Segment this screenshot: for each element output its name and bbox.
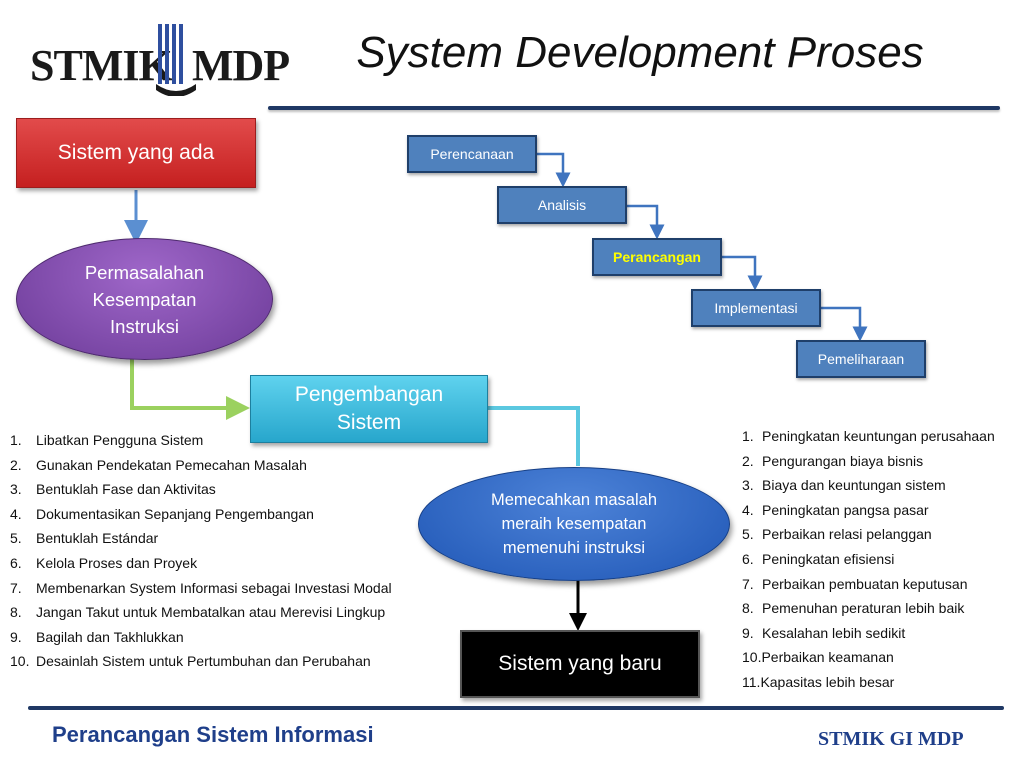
list-item: 8.Jangan Takut untuk Membatalkan atau Me… xyxy=(10,604,386,621)
development-line-2: Sistem xyxy=(336,411,402,434)
footer-course-title: Perancangan Sistem Informasi xyxy=(52,722,374,747)
problems-ellipse: Permasalahan Kesempatan Instruksi xyxy=(16,238,273,360)
list-item: 6.Peningkatan efisiensi xyxy=(742,550,895,567)
list-item: 3.Biaya dan keuntungan sistem xyxy=(742,477,946,494)
benefits-list: 1.Peningkatan keuntungan perusahaan 2.Pe… xyxy=(742,424,995,695)
list-item: 1.Libatkan Pengguna Sistem xyxy=(10,432,204,448)
line-development-to-solve xyxy=(488,406,580,466)
list-item: 5.Bentuklah Estándar xyxy=(10,530,159,547)
arrow-step-4-5 xyxy=(821,306,868,342)
waterfall-step-pemeliharaan: Pemeliharaan xyxy=(796,340,926,378)
list-item: 2.Pengurangan biaya bisnis xyxy=(742,452,924,469)
system-development-box: Pengembangan Sistem xyxy=(250,375,488,443)
waterfall-step-implementasi: Implementasi xyxy=(691,289,821,327)
list-item: 8.Pemenuhan peraturan lebih baik xyxy=(742,600,965,617)
footer-divider xyxy=(28,706,1004,710)
solve-line-3: memenuhi instruksi xyxy=(502,539,646,557)
logo-text-left: STMIK xyxy=(30,41,173,90)
list-item: 5.Perbaikan relasi pelanggan xyxy=(742,526,932,543)
logo-emblem-icon xyxy=(156,24,196,96)
waterfall-step-label: Perencanaan xyxy=(430,146,514,162)
solve-ellipse: Memecahkan masalah meraih kesempatan mem… xyxy=(418,467,730,581)
page-title: System Development Proses xyxy=(356,28,924,77)
list-item: 10.Perbaikan keamanan xyxy=(742,649,894,666)
list-item: 7.Perbaikan pembuatan keputusan xyxy=(742,575,968,592)
logo-text-right: MDP xyxy=(192,41,290,90)
new-system-box: Sistem yang baru xyxy=(460,630,700,698)
waterfall-step-label: Analisis xyxy=(537,197,587,213)
arrow-step-3-4 xyxy=(722,255,763,291)
list-item: 3.Bentuklah Fase dan Aktivitas xyxy=(10,481,216,498)
solve-line-1: Memecahkan masalah xyxy=(491,491,657,509)
principles-list: 1.Libatkan Pengguna Sistem 2.Gunakan Pen… xyxy=(10,428,392,674)
problems-line-1: Permasalahan xyxy=(84,261,205,283)
arrow-problems-to-development xyxy=(130,358,250,420)
problems-line-2: Kesempatan xyxy=(92,288,197,310)
existing-system-label: Sistem yang ada xyxy=(57,141,215,164)
list-item: 1.Peningkatan keuntungan perusahaan xyxy=(742,428,995,444)
waterfall-step-label: Perancangan xyxy=(613,249,701,265)
arrow-step-1-2 xyxy=(537,152,571,188)
stmik-mdp-logo: STMIK MDP xyxy=(30,20,290,100)
list-item: 4.Dokumentasikan Sepanjang Pengembangan xyxy=(10,505,314,522)
arrow-step-2-3 xyxy=(627,204,665,240)
list-item: 7.Membenarkan System Informasi sebagai I… xyxy=(10,579,392,596)
new-system-label: Sistem yang baru xyxy=(498,652,662,675)
waterfall-step-analisis: Analisis xyxy=(497,186,627,224)
development-line-1: Pengembangan xyxy=(294,383,444,406)
waterfall-step-perencanaan: Perencanaan xyxy=(407,135,537,173)
list-item: 11.Kapasitas lebih besar xyxy=(742,673,895,690)
list-item: 2.Gunakan Pendekatan Pemecahan Masalah xyxy=(10,456,307,473)
list-item: 9.Kesalahan lebih sedikit xyxy=(742,624,906,641)
waterfall-step-label: Pemeliharaan xyxy=(817,351,905,367)
list-item: 10.Desainlah Sistem untuk Pertumbuhan da… xyxy=(10,653,371,670)
problems-line-3: Instruksi xyxy=(110,315,179,337)
footer-institution: STMIK GI MDP xyxy=(818,728,964,750)
list-item: 6.Kelola Proses dan Proyek xyxy=(10,554,198,571)
list-item: 4.Peningkatan pangsa pasar xyxy=(742,501,929,518)
title-divider xyxy=(268,106,1000,110)
solve-line-2: meraih kesempatan xyxy=(501,515,647,533)
waterfall-step-perancangan: Perancangan xyxy=(592,238,722,276)
list-item: 9.Bagilah dan Takhlukkan xyxy=(10,628,184,645)
existing-system-box: Sistem yang ada xyxy=(16,118,256,188)
waterfall-step-label: Implementasi xyxy=(714,300,798,316)
